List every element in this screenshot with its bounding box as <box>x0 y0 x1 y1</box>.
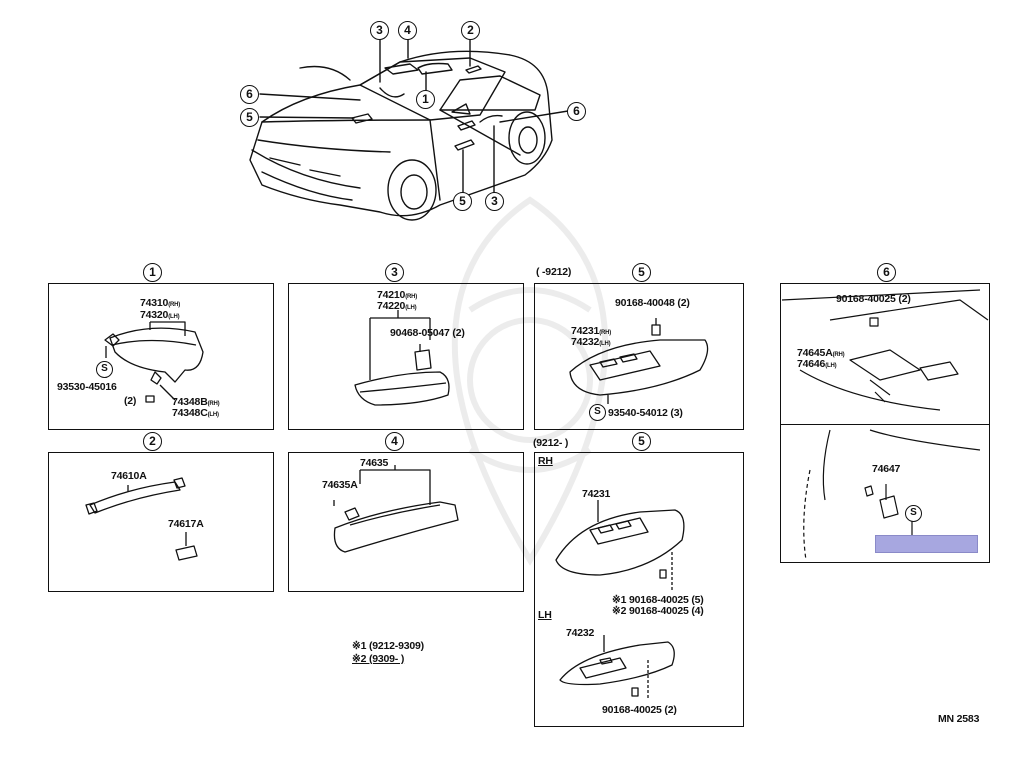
section-3-number: 3 <box>385 263 404 282</box>
label-74635: 74635 <box>360 457 389 469</box>
section-5b-date-range: (9212- ) <box>533 437 569 449</box>
label-74348C: 74348C(LH) <box>172 407 219 419</box>
label-74231-late: 74231 <box>582 488 611 500</box>
label-93540-54012: 93540-54012 (3) <box>608 407 683 419</box>
section-1-panel <box>48 283 274 430</box>
label-74610A: 74610A <box>111 470 147 482</box>
section-5b-number: 5 <box>632 432 651 451</box>
watermark-emblem <box>451 196 609 566</box>
label-74348B: 74348B(RH) <box>172 396 220 408</box>
label-74646: 74646(LH) <box>797 358 837 370</box>
section-4-number: 4 <box>385 432 404 451</box>
section-3-panel <box>288 283 524 430</box>
callout-2-top: 2 <box>461 21 480 40</box>
note-2: ※2 (9309- ) <box>352 653 405 665</box>
label-74645A: 74645A(RH) <box>797 347 845 359</box>
rh-heading: RH <box>538 455 553 467</box>
section-2-number: 2 <box>143 432 162 451</box>
label-74635A: 74635A <box>322 479 358 491</box>
label-93530-45016: 93530-45016 <box>57 381 117 393</box>
screw-symbol-s1: S <box>96 361 113 378</box>
section-4-panel <box>288 452 524 592</box>
section-5a-panel <box>534 283 744 430</box>
label-qty-2: (2) <box>124 395 137 407</box>
label-74320: 74320(LH) <box>140 309 180 321</box>
section-5b-panel <box>534 452 744 727</box>
label-74232-early: 74232(LH) <box>571 336 611 348</box>
label-90468-05047: 90468-05047 (2) <box>390 327 465 339</box>
callout-1-top: 1 <box>416 90 435 109</box>
label-74647: 74647 <box>872 463 901 475</box>
section-5a-date-range: ( -9212) <box>536 266 572 278</box>
section-6-divider <box>780 424 990 425</box>
section-1-number: 1 <box>143 263 162 282</box>
label-90168-40025-2-lh: 90168-40025 (2) <box>602 704 677 716</box>
highlighted-part-number-box[interactable] <box>875 535 978 553</box>
label-74617A: 74617A <box>168 518 204 530</box>
label-74231-early: 74231(RH) <box>571 325 612 337</box>
label-90168-40025-4: ※2 90168-40025 (4) <box>612 605 704 617</box>
callout-5-left: 5 <box>240 108 259 127</box>
callout-3-top: 3 <box>370 21 389 40</box>
label-74220: 74220(LH) <box>377 300 417 312</box>
callout-6-right: 6 <box>567 102 586 121</box>
label-74310: 74310(RH) <box>140 297 181 309</box>
section-6-panel <box>780 283 990 563</box>
callout-6-left: 6 <box>240 85 259 104</box>
label-74210: 74210(RH) <box>377 289 418 301</box>
section-6-number: 6 <box>877 263 896 282</box>
callout-5-bottom: 5 <box>453 192 472 211</box>
screw-symbol-s6: S <box>905 505 922 522</box>
section-5a-number: 5 <box>632 263 651 282</box>
callout-4-top: 4 <box>398 21 417 40</box>
section-2-panel <box>48 452 274 592</box>
lh-heading: LH <box>538 609 552 621</box>
callout-3-bottom: 3 <box>485 192 504 211</box>
label-74232-late: 74232 <box>566 627 595 639</box>
label-90168-40025-2: 90168-40025 (2) <box>836 293 911 305</box>
label-90168-40025-5: ※1 90168-40025 (5) <box>612 594 704 606</box>
label-90168-40048: 90168-40048 (2) <box>615 297 690 309</box>
note-1: ※1 (9212-9309) <box>352 640 424 652</box>
screw-symbol-s5a: S <box>589 404 606 421</box>
diagram-code: MN 2583 <box>938 713 980 725</box>
